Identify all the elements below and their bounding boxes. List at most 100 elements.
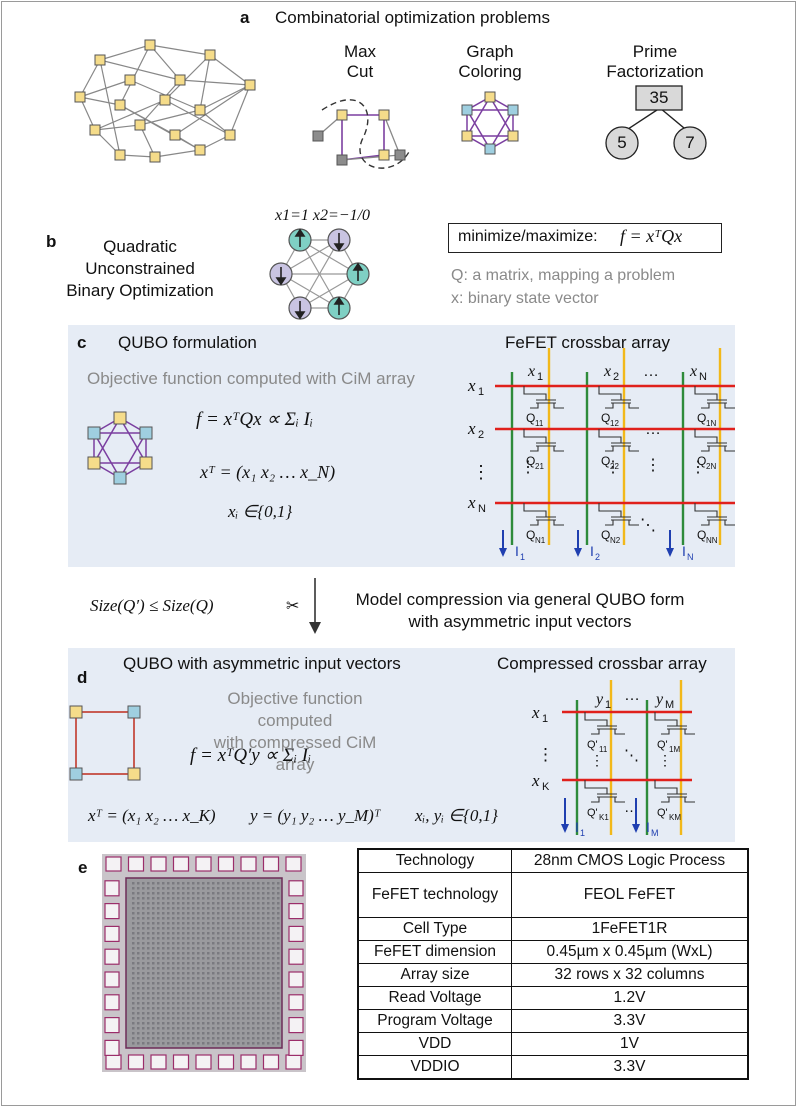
prime-title-line1: Prime — [632, 42, 678, 61]
cell-label: Q — [697, 454, 706, 468]
io-pad — [288, 1039, 304, 1056]
io-pad — [104, 1039, 120, 1056]
spec-key: FeFET dimension — [357, 940, 512, 964]
io-pad — [217, 856, 235, 872]
panel-c-graph — [87, 411, 153, 485]
cell-label-sub: KM — [669, 813, 681, 822]
col-label: y — [654, 691, 664, 708]
qubo-name-line1: Quadratic — [103, 237, 177, 256]
io-pad — [150, 1054, 167, 1070]
col-label-sub: 1 — [537, 371, 543, 383]
panel-c-eq1: f = xᵀQx ∝ Σᵢ Iᵢ — [196, 409, 313, 430]
panel-d-eq-x: xᵀ = (x₁ x₂ … x_K) — [88, 806, 216, 825]
compression-line2: with asymmetric input vectors — [408, 612, 632, 631]
io-pad — [240, 856, 257, 872]
objective-box — [448, 223, 722, 253]
current-label: I — [646, 819, 650, 835]
mid-dots: ⋮ — [590, 752, 604, 768]
panel-d-background — [68, 648, 735, 842]
io-pad — [104, 880, 120, 897]
compression-arrow — [309, 578, 321, 634]
row-label-sub: 1 — [478, 386, 484, 398]
fefet-cell — [598, 503, 639, 526]
qubo-name-line2: Unconstrained — [85, 259, 195, 278]
mid-dots: ⋱ — [640, 517, 656, 534]
cell-label: Q — [601, 528, 610, 542]
prime-root: 35 — [649, 88, 669, 107]
coloring-title-line1: Graph — [466, 42, 514, 61]
fefet-cell — [654, 780, 695, 803]
prime-left: 5 — [617, 133, 627, 152]
mid-dots: ⋮ — [520, 459, 536, 476]
io-pad — [288, 902, 304, 920]
io-pad — [105, 1054, 122, 1070]
current-label-sub: M — [651, 828, 659, 838]
cell-label: Q — [697, 411, 706, 425]
cell-label-sub: 12 — [610, 419, 619, 428]
col-label-sub: 2 — [613, 371, 619, 383]
io-pad — [104, 925, 120, 943]
row-label-ellipsis: ⋮ — [472, 462, 490, 482]
cell-label-sub: 11 — [535, 419, 544, 428]
panel-d-label: d — [77, 668, 88, 687]
compression-caption: Model compression via general QUBO form … — [330, 589, 710, 633]
cell-label: Q — [697, 528, 706, 542]
io-pad — [288, 925, 304, 943]
spec-value: 3.3V — [511, 1009, 749, 1033]
current-label-sub: 1 — [520, 552, 525, 562]
scissors-icon: ✂ — [286, 596, 300, 615]
panel-c-eq2: xᵀ = (x₁ x₂ … x_N) — [200, 462, 336, 482]
cell-label-sub: N2 — [610, 536, 621, 545]
row-label-sub: 2 — [478, 429, 484, 441]
io-pad — [172, 856, 190, 872]
panel-d-subtitle-line1: Objective function computed — [227, 689, 363, 730]
cell-label: Q' — [657, 739, 668, 751]
panel-a-title: Combinatorial optimization problems — [275, 8, 550, 27]
io-pad — [240, 1054, 257, 1070]
fefet-cell — [523, 429, 564, 452]
panel-d-eq-domain: xᵢ, yᵢ ∈{0,1} — [415, 806, 498, 825]
col-label-sub: M — [665, 699, 674, 711]
col-label: y — [594, 691, 604, 708]
col-label: x — [603, 363, 611, 380]
row-label-ellipsis: ⋮ — [537, 745, 554, 764]
row-label: x — [467, 376, 476, 395]
row-label: x — [531, 771, 540, 790]
col-label-sub: N — [699, 371, 707, 383]
cell-label-sub: 1N — [706, 419, 716, 428]
io-pad — [285, 856, 302, 872]
io-pad — [172, 1054, 190, 1070]
io-pad — [104, 902, 120, 920]
coloring-title: Graph Coloring — [445, 42, 535, 82]
mid-dots: ⋱ — [624, 747, 639, 764]
row-label: x — [467, 419, 476, 438]
spec-value: 1V — [511, 1032, 749, 1056]
panel-d-subtitle: Objective function computed with compres… — [205, 688, 385, 776]
io-pad — [127, 856, 145, 872]
row-label-sub: K — [542, 781, 550, 793]
panel-c-title: QUBO formulation — [118, 333, 257, 352]
prime-tree — [605, 85, 707, 160]
fefet-cell — [523, 386, 564, 409]
prime-title-line2: Factorization — [606, 62, 704, 81]
io-pad — [262, 856, 280, 872]
spec-value: 28nm CMOS Logic Process — [511, 848, 749, 873]
io-pad — [262, 1054, 280, 1070]
io-pad — [150, 856, 167, 872]
fefet-cell — [694, 386, 735, 409]
cell-label-sub: 1M — [669, 745, 680, 754]
spec-value: 1FeFET1R — [511, 917, 749, 941]
col-label: x — [689, 363, 697, 380]
io-pad — [195, 856, 212, 872]
fefet-cell — [523, 503, 564, 526]
panel-b-label: b — [46, 232, 57, 251]
row-label-sub: 1 — [542, 713, 548, 725]
mid-dots: ⋮ — [605, 459, 621, 476]
